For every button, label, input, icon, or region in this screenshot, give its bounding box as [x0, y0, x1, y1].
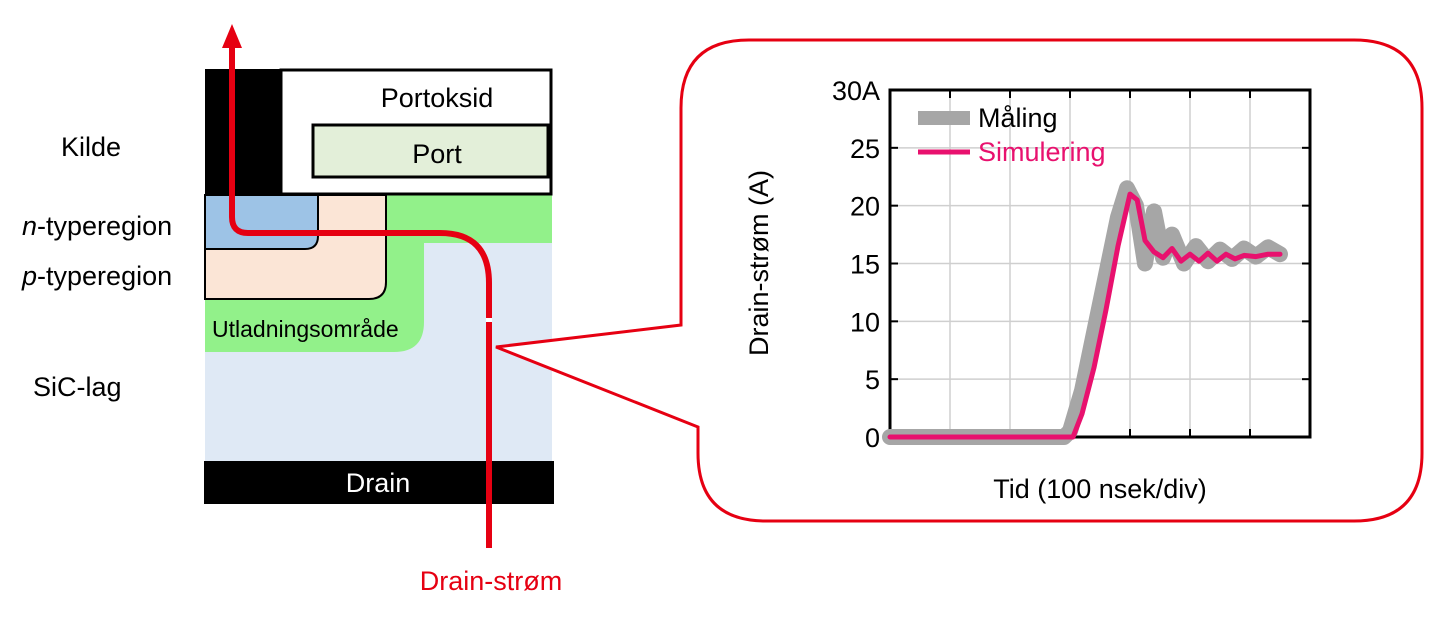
source-label: Kilde — [61, 132, 121, 162]
drain-current-chart: 30A 25 20 15 10 5 0 Måling Simulering Drain-st… — [744, 76, 1312, 504]
gate-label: Port — [412, 139, 462, 169]
y-tick-label: 30A — [832, 76, 880, 106]
y-tick-label: 15 — [850, 250, 880, 280]
chart-x-axis-title: Tid (100 nsek/div) — [993, 474, 1207, 504]
n-region-label-rest: -typeregion — [37, 211, 172, 241]
current-path — [229, 48, 492, 548]
current-path-gap — [486, 318, 492, 322]
y-tick-label: 25 — [850, 134, 880, 164]
legend-simulation-label: Simulering — [978, 137, 1106, 167]
p-region-label-italic: p — [21, 261, 37, 291]
sic-layer-label: SiC-lag — [33, 372, 122, 402]
source-metal — [205, 69, 283, 195]
p-region-label: p-typeregion — [21, 261, 172, 291]
y-tick-label: 5 — [865, 365, 880, 395]
y-tick-label: 10 — [850, 307, 880, 337]
y-tick-label: 20 — [850, 192, 880, 222]
n-type-region — [204, 194, 319, 250]
gate-box — [311, 123, 550, 179]
depletion-label: Utladningsområde — [212, 316, 399, 342]
device-cross-section: Portoksid Port Utladningsområde Drain Ki… — [21, 24, 562, 596]
y-tick-label: 0 — [865, 423, 880, 453]
chart-legend: Måling Simulering — [918, 103, 1106, 167]
gate-oxide-label: Portoksid — [381, 83, 494, 113]
drain-current-label: Drain-strøm — [420, 566, 563, 596]
chart-series — [882, 180, 1288, 445]
series-line-simulation — [887, 191, 1283, 440]
p-region-label-rest: -typeregion — [37, 261, 172, 291]
n-region-label: n-typeregion — [22, 211, 172, 241]
drain-label: Drain — [346, 468, 411, 498]
n-region-label-italic: n — [22, 211, 37, 241]
current-arrow-head — [222, 24, 242, 48]
chart-y-axis-title: Drain-strøm (A) — [744, 170, 774, 356]
drain-bar — [204, 461, 554, 504]
chart-y-tick-labels: 30A 25 20 15 10 5 0 — [832, 76, 880, 453]
legend-measurement-label: Måling — [978, 103, 1058, 133]
chart-grid — [890, 90, 1310, 437]
